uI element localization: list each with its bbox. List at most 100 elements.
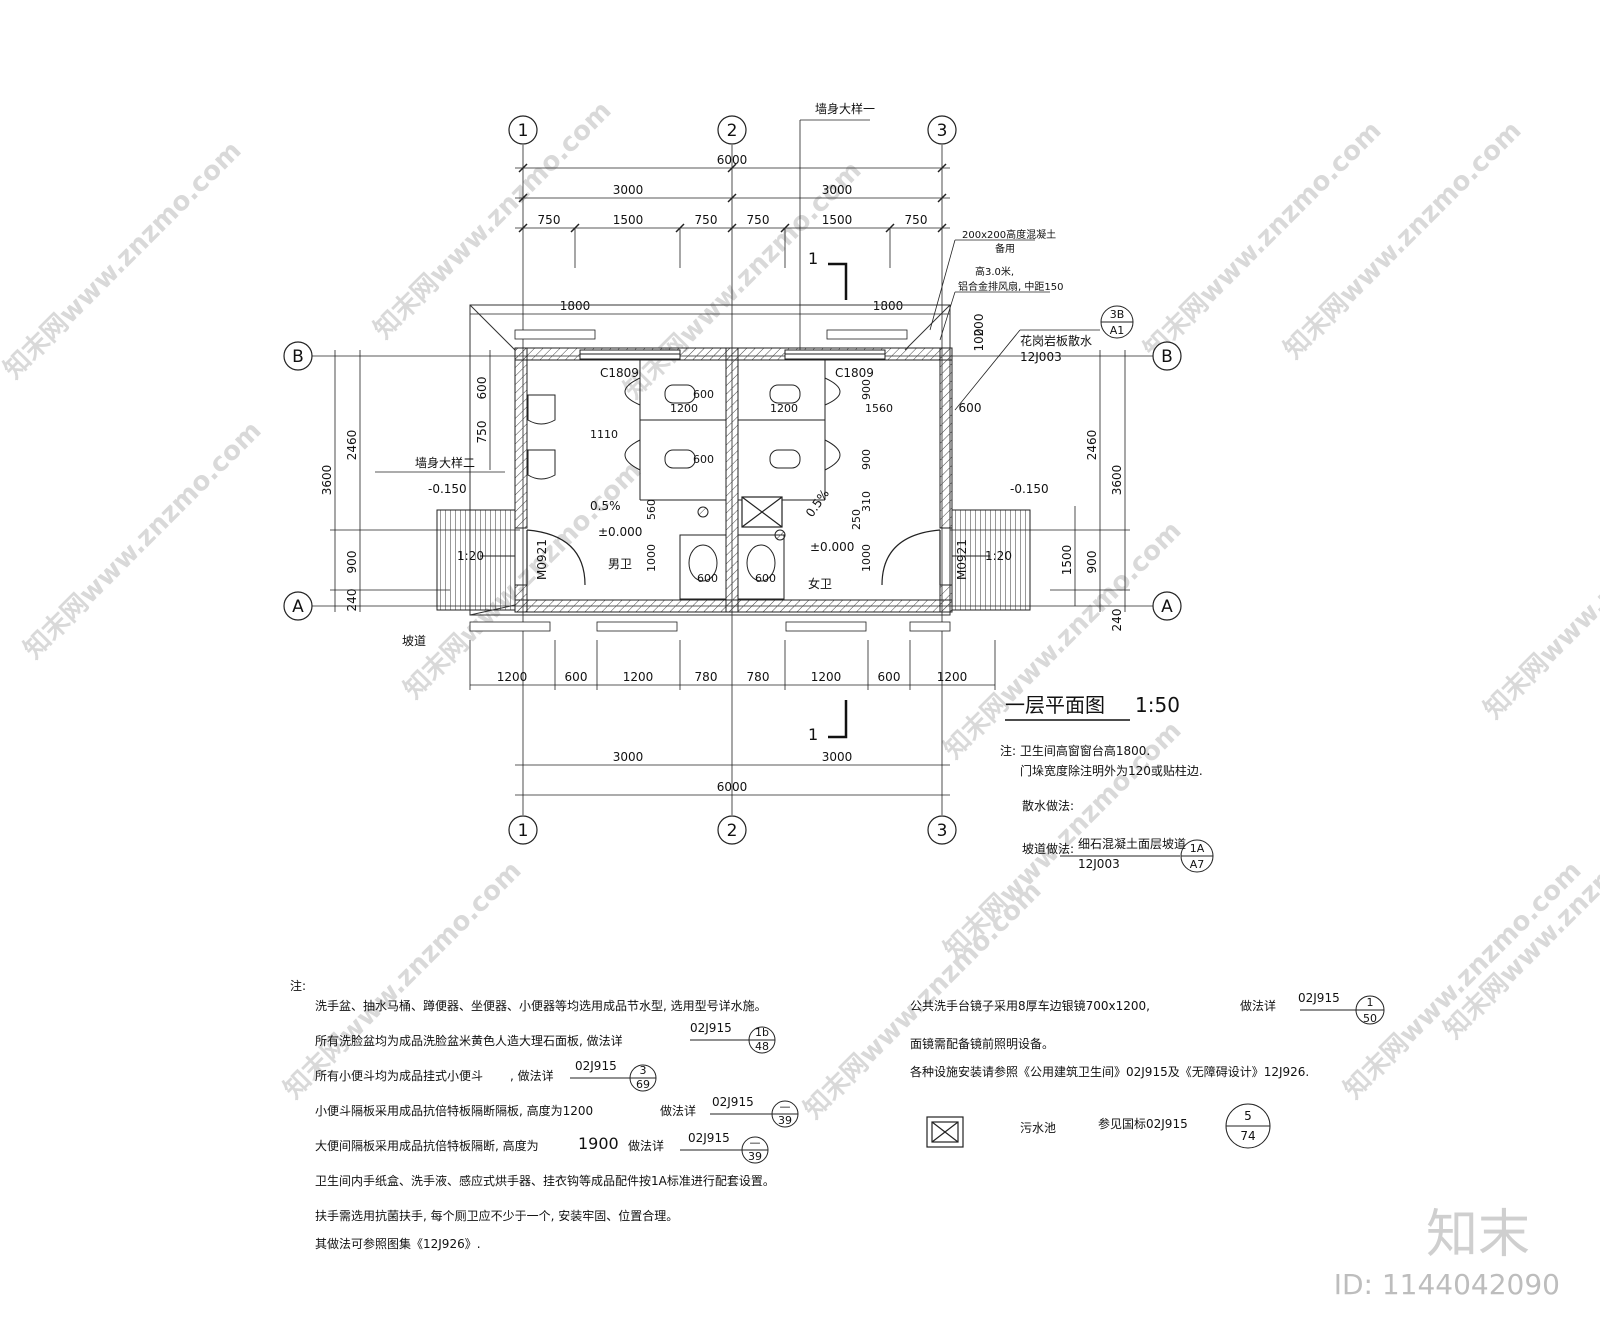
ramp-label: 坡道	[402, 634, 426, 648]
axis-label-a: A	[292, 597, 304, 617]
dim-total-bottom: 6000	[717, 780, 748, 794]
bottom-dimension-lines	[469, 640, 996, 796]
dim-seg-bottom: 780	[695, 670, 718, 684]
axis-bubble-3-bottom	[927, 815, 957, 845]
dim-left-900: 900	[345, 551, 359, 574]
granite-apron-label: 花岗岩板散水	[1020, 333, 1092, 348]
window-tag-right: C1809	[835, 366, 874, 380]
dim-right-240: 240	[1110, 609, 1124, 632]
dim-half-left-bottom: 3000	[613, 750, 644, 764]
wall-detail-1-label: 墙身大样一	[815, 101, 875, 116]
note-right: 参见国标02J915	[1098, 1117, 1188, 1131]
dim-right-2460: 2460	[1085, 430, 1099, 461]
axis-bubble-b-right	[1152, 341, 1182, 371]
dim-inner: 1110	[590, 428, 618, 441]
dim-inner: 600	[693, 453, 714, 466]
dim-inner: 900	[860, 449, 873, 470]
dim-left-750: 750	[475, 421, 489, 444]
axis-bubble-a-right	[1152, 591, 1182, 621]
plan-note: 注: 卫生间高窗窗台高1800.	[1000, 744, 1151, 758]
dim-left-3600: 3600	[320, 465, 334, 496]
dim-inner: 1000	[860, 544, 873, 572]
note-ref-bottom: 39	[778, 1114, 792, 1127]
svg-text:A7: A7	[1190, 858, 1205, 871]
level-indoor-right: ±0.000	[810, 540, 854, 554]
detail-index-mirror: 1 50	[1300, 995, 1385, 1025]
dim-seg-top: 750	[747, 213, 770, 227]
dim-seg-top: 750	[695, 213, 718, 227]
dim-half-left-top: 3000	[613, 183, 644, 197]
dim-inner: 1200	[670, 402, 698, 415]
dim-window-left: 1800	[560, 299, 591, 313]
axis-bubble-3-top	[927, 115, 957, 145]
axis-label-b: B	[1161, 347, 1173, 367]
note-item: 做法详	[660, 1104, 697, 1118]
dim-left-2460: 2460	[345, 430, 359, 461]
note-item: 所有小便斗均为成品挂式小便斗	[315, 1069, 484, 1083]
svg-text:5: 5	[1244, 1109, 1252, 1123]
note-item: 扶手需选用抗菌扶手, 每个厕卫应不少于一个, 安装牢固、位置合理。	[315, 1209, 679, 1223]
note-item: 卫生间内手纸盒、洗手液、感应式烘手器、挂衣钩等成品配件按1A标准进行配套设置。	[315, 1174, 775, 1188]
dim-seg-top: 1500	[822, 213, 853, 227]
wash-basins	[679, 534, 785, 600]
axis-bubble-1-top	[508, 115, 538, 145]
dim-right-3600: 3600	[1110, 465, 1124, 496]
dim-half-right-bottom: 3000	[822, 750, 853, 764]
note-right: 公共洗手台镜子采用8厚车边银镜700x1200,	[910, 999, 1150, 1013]
note-ref: 02J915	[688, 1131, 730, 1145]
dim-seg-bottom: 1200	[811, 670, 842, 684]
svg-text:3B: 3B	[1110, 308, 1125, 321]
note-ref: 02J915	[712, 1095, 754, 1109]
brand-logo: 知末	[1425, 1205, 1530, 1265]
mop-sink	[741, 496, 783, 528]
dim-inner: 250	[850, 509, 863, 530]
axis-bubble-2-bottom	[717, 815, 747, 845]
section-cut-marks	[828, 262, 848, 739]
dim-right-600: 600	[959, 401, 982, 415]
note-ref-top: 3	[640, 1064, 647, 1077]
dim-right-200: 200	[972, 314, 986, 337]
axis-label-b: B	[292, 347, 304, 367]
dim-inner: 600	[755, 572, 776, 585]
dim-inner: 900	[860, 379, 873, 400]
note-item: , 做法详	[510, 1069, 554, 1083]
callout-text: 备用	[995, 242, 1015, 255]
dim-inner: 1000	[645, 544, 658, 572]
slope-label-right: 0.5%	[803, 487, 832, 520]
svg-text:一层平面图: 一层平面图	[1005, 693, 1105, 717]
squat-toilets	[664, 384, 801, 469]
dim-inner: 560	[645, 499, 658, 520]
window-tag-left: C1809	[600, 366, 639, 380]
axis-bubble-2-top	[717, 115, 747, 145]
dim-right-1500: 1500	[1060, 545, 1074, 576]
room-label-women: 女卫	[808, 576, 832, 591]
ramp-slope-right: 1:20	[985, 549, 1012, 563]
axis-label-a: A	[1161, 597, 1173, 617]
note-item: 洗手盆、抽水马桶、蹲便器、坐便器、小便器等均选用成品节水型, 选用型号详水施。	[315, 999, 767, 1013]
leader-lines	[375, 119, 1100, 473]
dim-total-top: 6000	[717, 153, 748, 167]
dim-inner: 1200	[770, 402, 798, 415]
note-right: 各种设施安装请参照《公用建筑卫生间》02J915及《无障碍设计》12J926.	[910, 1065, 1310, 1079]
plan-note: 12J003	[1078, 857, 1120, 871]
mop-sink-legend-icon	[926, 1116, 964, 1148]
granite-apron-ref: 12J003	[1020, 350, 1062, 364]
left-dimension-lines	[330, 350, 520, 612]
image-id: ID: 1144042090	[1333, 1268, 1560, 1301]
level-indoor-left: ±0.000	[598, 525, 642, 539]
note-item: 大便间隔板采用成品抗倍特板隔断, 高度为	[315, 1139, 539, 1153]
room-label-men: 男卫	[608, 557, 632, 571]
ramps	[436, 509, 1031, 611]
ramp-slope-left: 1:20	[457, 549, 484, 563]
svg-text:50: 50	[1363, 1012, 1377, 1025]
note-ref-bottom: 69	[636, 1078, 650, 1091]
dim-seg-bottom: 1200	[623, 670, 654, 684]
section-number: 1	[808, 725, 818, 744]
dim-inner: 600	[693, 388, 714, 401]
dim-seg-bottom: 780	[747, 670, 770, 684]
plan-note: 坡道做法:	[1022, 842, 1075, 856]
note-right: 面镜需配备镜前照明设备。	[910, 1037, 1055, 1051]
note-right: 污水池	[1020, 1121, 1057, 1135]
note-right: 做法详	[1240, 999, 1277, 1013]
